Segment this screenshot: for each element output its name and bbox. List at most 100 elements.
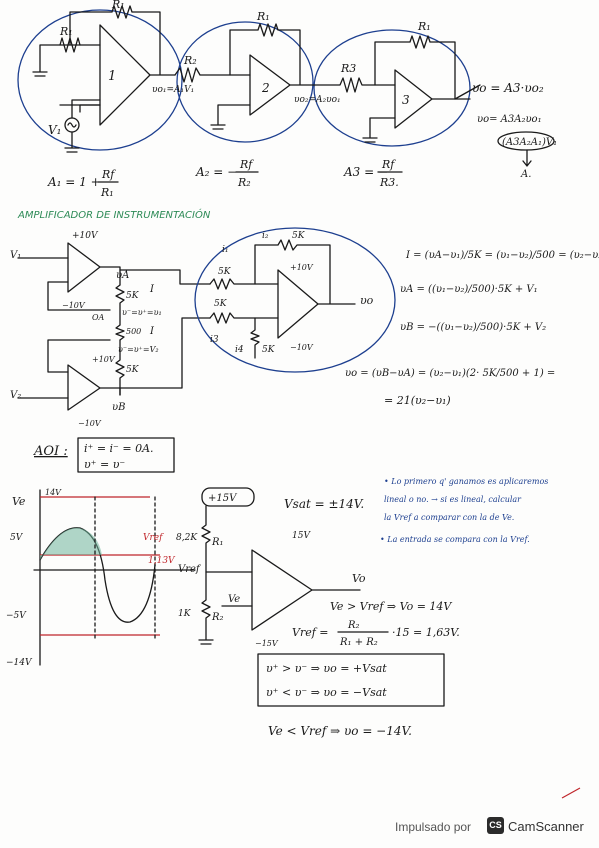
svg-text:υB: υB [112, 402, 125, 413]
comparator-section: AOI : i⁺ = i⁻ = 0A. υ⁺ = υ⁻ Ve 14V 5V Vr… [6, 437, 581, 799]
svg-text:Vref: Vref [178, 564, 202, 575]
svg-text:Vsat = ±14V.: Vsat = ±14V. [284, 497, 364, 511]
svg-text:R₁: R₁ [59, 25, 73, 38]
svg-text:Vo: Vo [352, 572, 366, 585]
graph-axes [33, 489, 196, 666]
svg-text:1K: 1K [178, 609, 192, 619]
svg-text:Ve > Vref ⇒ Vo = 14V: Ve > Vref ⇒ Vo = 14V [330, 600, 452, 613]
svg-text:A₂ = −: A₂ = − [195, 165, 237, 179]
svg-text:A3 = −: A3 = − [343, 165, 388, 179]
svg-text:R₂: R₂ [183, 54, 197, 67]
svg-text:14V: 14V [45, 488, 62, 497]
svg-text:I = (υA−υ₁)/5K = (υ₁−υ₂)/500 =: I = (υA−υ₁)/5K = (υ₁−υ₂)/500 = (υ₂−υB)/5… [405, 250, 599, 261]
opamp-diff [277, 269, 319, 339]
svg-text:R3: R3 [340, 62, 356, 75]
svg-text:5K: 5K [218, 267, 232, 277]
stage3-circle [313, 29, 471, 147]
stage1-circle [17, 9, 183, 151]
svg-text:A₁ = 1 +: A₁ = 1 + [47, 175, 101, 189]
svg-text:R₁: R₁ [417, 20, 431, 33]
svg-text:1: 1 [108, 69, 116, 84]
svg-text:5K: 5K [292, 231, 306, 241]
svg-text:R₂: R₂ [211, 612, 224, 623]
opamp-2 [249, 54, 291, 116]
svg-text:5K: 5K [126, 291, 140, 301]
svg-text:υ⁻=υ⁺=V₂: υ⁻=υ⁺=V₂ [118, 345, 159, 354]
section2-title: AMPLIFICADOR DE INSTRUMENTACIÓN [17, 208, 211, 221]
camscanner-brand: CamScanner [508, 819, 584, 834]
svg-text:V₁: V₁ [48, 123, 61, 137]
saturation-lines [40, 496, 160, 636]
instrumentation-amp: AMPLIFICADOR DE INSTRUMENTACIÓN +10V V₁ … [10, 208, 599, 428]
svg-text:−10V: −10V [290, 343, 314, 352]
svg-text:OA: OA [92, 313, 105, 322]
svg-text:−10V: −10V [78, 419, 102, 428]
svg-text:5K: 5K [126, 365, 140, 375]
svg-text:+10V: +10V [92, 355, 116, 364]
svg-text:lineal o no. → si es lineal, c: lineal o no. → si es lineal, calcular [384, 495, 522, 504]
opamp-a [67, 242, 101, 293]
svg-text:A.: A. [520, 169, 531, 180]
svg-text:υA = ((υ₁−υ₂)/500)·5K + V₁: υA = ((υ₁−υ₂)/500)·5K + V₁ [400, 284, 538, 295]
svg-text:R₂: R₂ [237, 176, 251, 189]
svg-text:υ⁻=υ⁺=υ₁: υ⁻=υ⁺=υ₁ [122, 308, 162, 317]
svg-text:+10V: +10V [72, 231, 99, 241]
svg-text:8,2K: 8,2K [176, 533, 198, 543]
svg-text:15V: 15V [292, 531, 311, 541]
svg-text:R₂: R₂ [347, 620, 360, 631]
svg-text:I: I [149, 284, 155, 295]
svg-text:Ve: Ve [228, 594, 240, 605]
svg-text:υB = −((υ₁−υ₂)/500)·5K + V₂: υB = −((υ₁−υ₂)/500)·5K + V₂ [400, 322, 546, 333]
svg-text:I: I [149, 326, 155, 337]
svg-text:Ve < Vref ⇒ υo = −14V.: Ve < Vref ⇒ υo = −14V. [268, 724, 412, 738]
svg-text:·15 = 1,63V.: ·15 = 1,63V. [392, 626, 460, 639]
svg-text:Rf: Rf [101, 168, 116, 181]
svg-text:i3: i3 [210, 335, 219, 345]
camscanner-footer: Impulsado por CS CamScanner [0, 812, 599, 842]
svg-text:υo = A3·υo₂: υo = A3·υo₂ [472, 81, 544, 95]
svg-text:υ⁺ > υ⁻ ⇒ υo = +Vsat: υ⁺ > υ⁻ ⇒ υo = +Vsat [266, 662, 387, 675]
svg-text:Rf: Rf [381, 158, 396, 171]
svg-text:−5V: −5V [6, 611, 27, 621]
svg-text:2: 2 [261, 81, 270, 95]
svg-text:• La entrada se compara con la: • La entrada se compara con la Vref. [380, 535, 530, 544]
svg-text:−10V: −10V [62, 301, 86, 310]
svg-text:(A3A₂A₁)V₁: (A3A₂A₁)V₁ [502, 137, 557, 148]
svg-text:3: 3 [402, 93, 410, 107]
svg-text:1,13V: 1,13V [148, 556, 176, 566]
svg-text:Vref: Vref [143, 533, 164, 543]
svg-text:5V: 5V [10, 533, 24, 543]
svg-text:υ⁺ < υ⁻ ⇒ υo = −Vsat: υ⁺ < υ⁻ ⇒ υo = −Vsat [266, 686, 387, 699]
svg-text:R₁: R₁ [100, 186, 114, 199]
opamp-3 [394, 69, 433, 129]
svg-text:υo₂=A₂υo₁: υo₂=A₂υo₁ [294, 95, 341, 105]
svg-text:V₂: V₂ [10, 390, 21, 401]
svg-text:5K: 5K [214, 299, 228, 309]
opamp-comparator [251, 549, 313, 631]
svg-text:i₂: i₂ [262, 231, 269, 241]
svg-text:500: 500 [126, 327, 141, 336]
svg-text:AOI :: AOI : [33, 444, 68, 459]
svg-text:la Vref a comparar con la de V: la Vref a comparar con la de Ve. [384, 513, 514, 522]
svg-text:R3.: R3. [379, 176, 399, 189]
svg-text:υo = (υB−υA) = (υ₂−υ₁)(2· 5K/5: υo = (υB−υA) = (υ₂−υ₁)(2· 5K/500 + 1) = [345, 368, 555, 379]
svg-text:+15V: +15V [208, 493, 238, 504]
svg-text:5K: 5K [262, 345, 276, 355]
svg-text:= 21(υ₂−υ₁): = 21(υ₂−υ₁) [384, 394, 451, 407]
svg-text:+10V: +10V [290, 263, 314, 272]
svg-text:−14V: −14V [6, 658, 33, 668]
svg-text:Vref =: Vref = [292, 626, 329, 639]
svg-text:υo₁=A₁V₁: υo₁=A₁V₁ [152, 85, 194, 95]
svg-text:R₁: R₁ [111, 0, 125, 11]
svg-text:υA: υA [116, 270, 129, 281]
svg-text:i⁺ = i⁻ = 0A.: i⁺ = i⁻ = 0A. [84, 442, 154, 455]
powered-by-text: Impulsado por [395, 820, 472, 834]
cascade-circuit: 1 R₁ R₁ V₁ υo₁=A₁V₁ R₂ 2 R₁ υo₂=A₂υo₁ R3… [17, 0, 557, 199]
diff-stage-circle [194, 227, 396, 373]
opamp-1 [99, 24, 151, 126]
svg-text:i₁: i₁ [222, 245, 229, 255]
svg-text:Ve: Ve [12, 495, 26, 508]
opamp-b [67, 364, 101, 411]
